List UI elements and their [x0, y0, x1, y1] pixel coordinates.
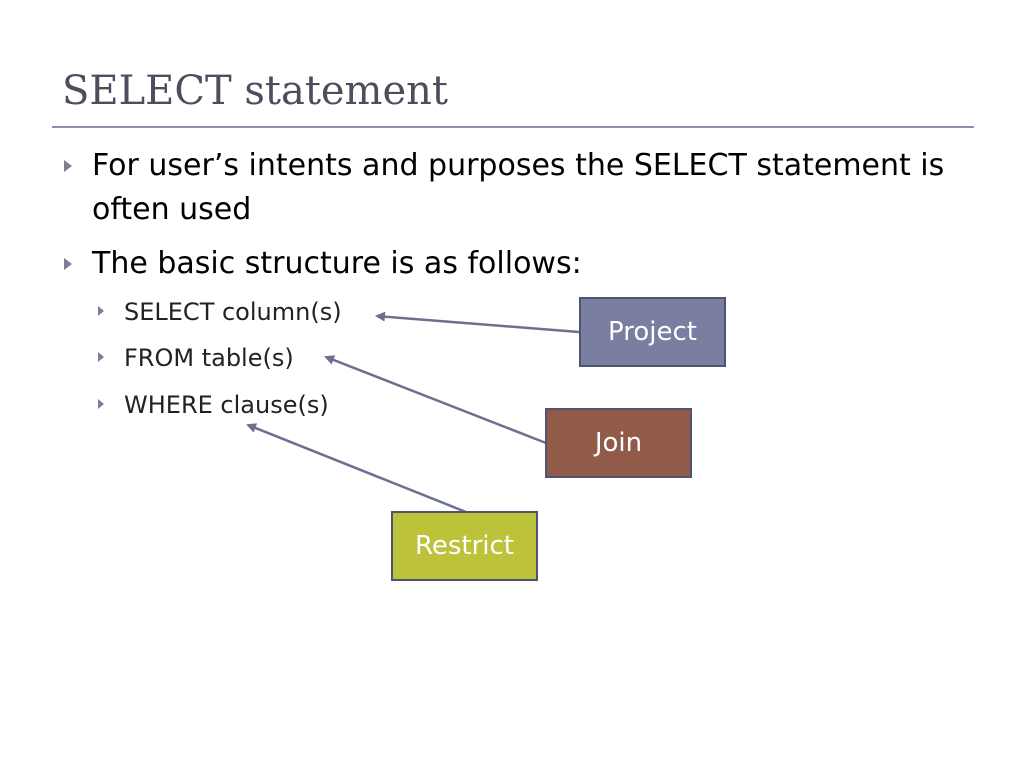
bullet-item-2: The basic structure is as follows: — [92, 246, 582, 281]
bullet-item-1: For user’s intents and purposes the SELE… — [92, 148, 945, 227]
triangle-right-icon — [98, 306, 104, 316]
slide-title: SELECT statement — [62, 68, 448, 114]
title-divider — [52, 126, 974, 128]
sub-bullet-where: WHERE clause(s) — [124, 391, 329, 419]
triangle-right-icon — [64, 258, 72, 270]
triangle-right-icon — [64, 160, 72, 172]
project-label: Project — [608, 317, 697, 347]
restrict-label: Restrict — [414, 531, 515, 561]
arrow-join — [324, 355, 547, 445]
restrict-label-box: Restrict — [391, 511, 538, 581]
sub-bullet-from: FROM table(s) — [124, 344, 294, 372]
project-label-box: Project — [579, 297, 726, 367]
triangle-right-icon — [98, 352, 104, 362]
arrow-restrict — [246, 423, 467, 514]
arrow-project — [375, 311, 580, 334]
join-label-box: Join — [545, 408, 692, 478]
join-label: Join — [594, 428, 643, 458]
sub-bullet-select: SELECT column(s) — [124, 298, 342, 326]
triangle-right-icon — [98, 399, 104, 409]
